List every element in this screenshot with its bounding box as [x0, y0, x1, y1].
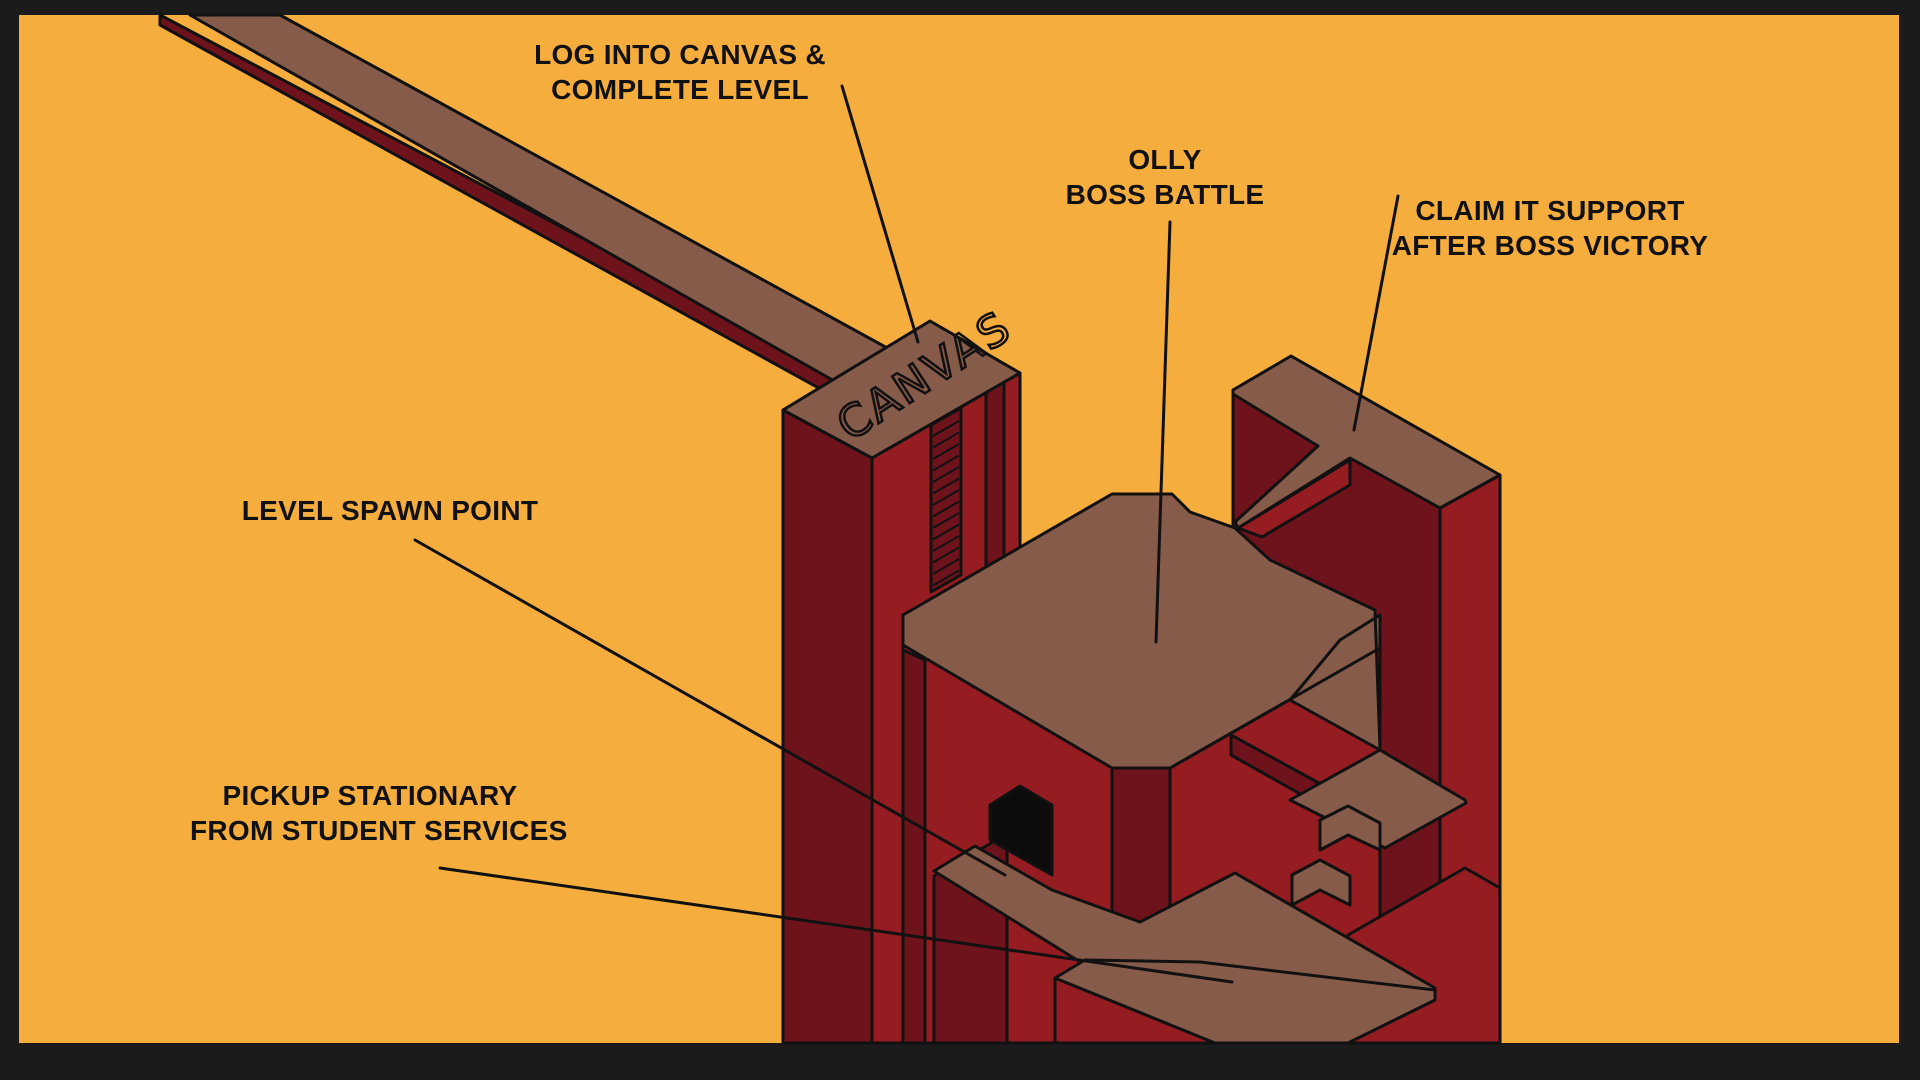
- ladder-rung: [932, 512, 960, 529]
- canvas-tower-top: [781, 319, 1022, 460]
- ladder-rung: [932, 454, 960, 472]
- pickup-annotation-line1: PICKUP STATIONARY: [222, 780, 518, 811]
- ladder-rung: [932, 546, 960, 564]
- back-tower-top: [1231, 354, 1502, 530]
- ladder-frame: [929, 406, 963, 594]
- leader-line-pickup: [438, 866, 1234, 984]
- ladder-rung: [932, 500, 960, 518]
- leader-line-support: [1352, 194, 1400, 432]
- ladder-rung: [932, 558, 960, 575]
- pickup-annotation: PICKUP STATIONARY FROM STUDENT SERVICES: [190, 778, 568, 848]
- spawn-annotation-line1: LEVEL SPAWN POINT: [241, 495, 539, 526]
- leader-line-spawn: [413, 538, 1007, 877]
- boss-annotation-line1: OLLY: [1128, 144, 1202, 175]
- ladder-rung: [932, 443, 960, 460]
- ladder-rung: [932, 569, 960, 587]
- ladder-rung: [932, 535, 960, 552]
- leader-line-canvas: [840, 84, 920, 344]
- canvas-annotation-line2: COMPLETE LEVEL: [551, 74, 809, 105]
- ladder-rung: [932, 420, 960, 437]
- stair-upper-step: [1318, 804, 1382, 852]
- boss-block-left-shade: [901, 648, 927, 1045]
- boss-platform-top: [901, 492, 1468, 850]
- canvas-annotation-line1: LOG INTO CANVAS &: [534, 39, 826, 70]
- support-annotation-line1: CLAIM IT SUPPORT: [1415, 195, 1685, 226]
- pickup-annotation-line2: FROM STUDENT SERVICES: [190, 815, 568, 846]
- doorway: [988, 784, 1054, 877]
- pickup-platform-top: [1053, 958, 1437, 1045]
- leader-line-boss: [1154, 220, 1172, 644]
- ladder-rung: [932, 477, 960, 495]
- canvas-annotation: LOG INTO CANVAS & COMPLETE LEVEL: [520, 37, 840, 107]
- support-annotation: CLAIM IT SUPPORT AFTER BOSS VICTORY: [1385, 193, 1715, 263]
- canvas-tower-left-face: [781, 408, 874, 1045]
- ladder-rung: [932, 431, 960, 449]
- boss-annotation: OLLY BOSS BATTLE: [1045, 142, 1285, 212]
- ladder-rung: [932, 466, 960, 483]
- spawn-annotation: LEVEL SPAWN POINT: [230, 493, 550, 528]
- ladder: [932, 420, 960, 587]
- ladder-rung: [932, 489, 960, 506]
- boss-annotation-line2: BOSS BATTLE: [1065, 179, 1265, 210]
- support-annotation-line2: AFTER BOSS VICTORY: [1391, 230, 1709, 261]
- ladder-rung: [932, 523, 960, 541]
